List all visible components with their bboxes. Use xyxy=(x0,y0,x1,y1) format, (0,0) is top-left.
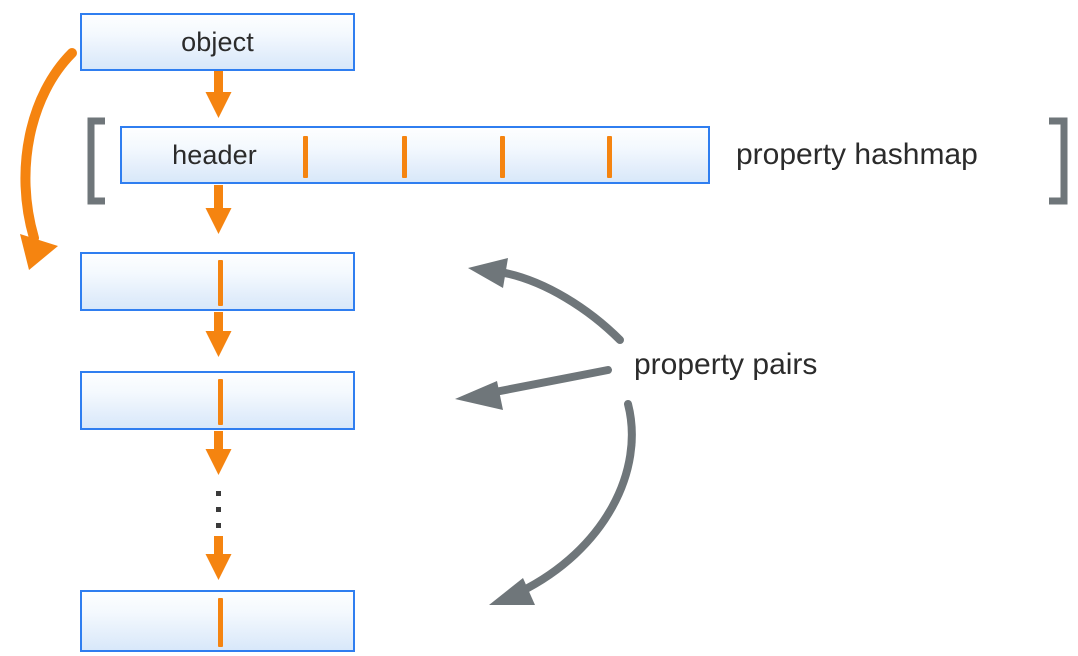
property-pairs-caption: property pairs xyxy=(634,348,818,381)
property-pair-box-2[interactable] xyxy=(80,371,355,430)
right-bracket xyxy=(1049,117,1068,205)
hashmap-tick-3 xyxy=(500,136,505,178)
ellipsis-dot-1 xyxy=(216,491,221,496)
gray-arrow-pairs-to-pair-2 xyxy=(455,366,612,410)
orange-arrow-pair-2-to-ellipsis xyxy=(205,431,232,475)
object-box-label: object xyxy=(181,26,254,57)
ellipsis-dot-2 xyxy=(216,507,221,512)
orange-arrow-pair-1-to-pair-2 xyxy=(205,312,232,357)
header-box-label: header xyxy=(172,139,257,170)
property-pair-box-n[interactable] xyxy=(80,590,355,652)
property-pair-divider-2 xyxy=(218,379,223,425)
left-bracket xyxy=(87,117,105,205)
hashmap-tick-1 xyxy=(303,136,308,178)
property-pair-divider-1 xyxy=(218,260,223,306)
orange-arrow-header-to-pair-1 xyxy=(205,185,232,234)
orange-arrow-object-to-header xyxy=(205,71,232,118)
property-pair-divider-n xyxy=(218,598,223,647)
gray-arrow-pairs-to-pair-1 xyxy=(468,258,624,344)
header-box[interactable]: header xyxy=(120,126,710,184)
property-hashmap-caption: property hashmap xyxy=(736,138,978,171)
object-box[interactable]: object xyxy=(80,13,355,71)
orange-arrow-ellipsis-to-pair-n xyxy=(205,536,232,580)
property-pair-box-1[interactable] xyxy=(80,252,355,311)
hashmap-tick-4 xyxy=(607,136,612,178)
gray-arrow-pairs-to-pair-n xyxy=(489,400,636,605)
orange-curved-arrow-object-to-pair-1 xyxy=(20,48,77,270)
ellipsis-dot-3 xyxy=(216,523,221,528)
hashmap-tick-2 xyxy=(402,136,407,178)
